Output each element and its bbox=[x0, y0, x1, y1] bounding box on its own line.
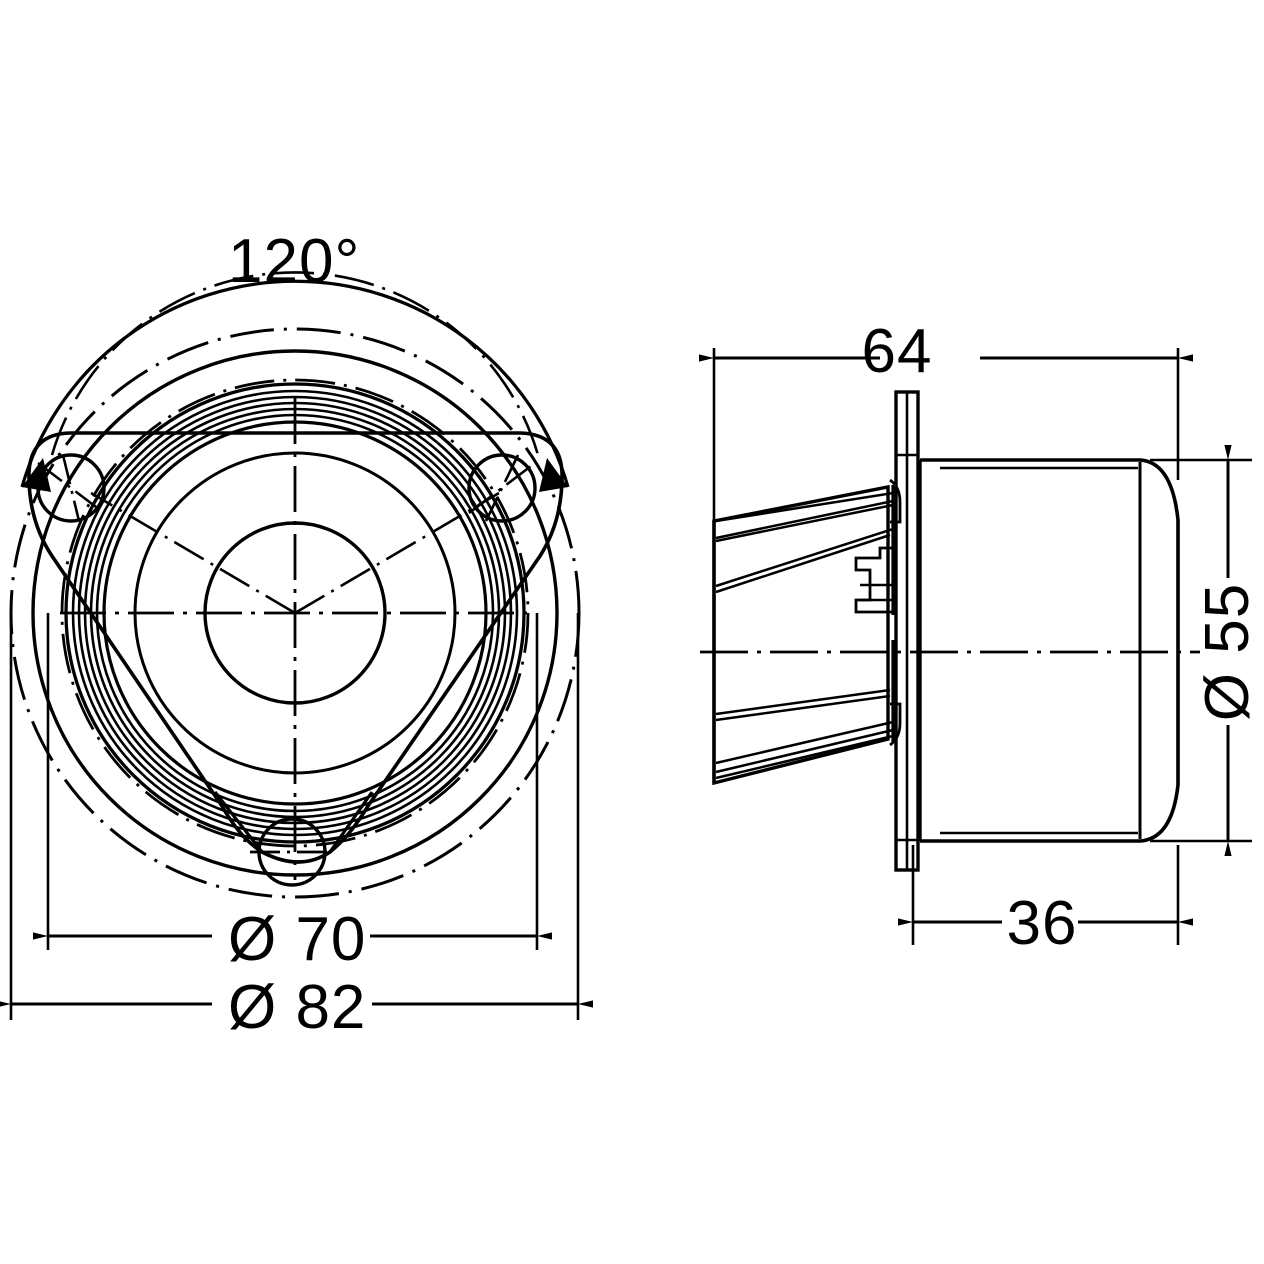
dimension-36: 36 bbox=[898, 845, 1193, 958]
radial-line-upper-right bbox=[294, 491, 500, 615]
flange-snap-lower bbox=[889, 702, 902, 747]
diameter-55-label: Ø 55 bbox=[1193, 583, 1262, 721]
mounting-hole-bottom bbox=[250, 817, 334, 887]
side-view-group bbox=[700, 390, 1200, 872]
dimension-diameter-70: Ø 70 bbox=[33, 613, 552, 974]
diameter-82-label: Ø 82 bbox=[228, 973, 366, 1042]
angle-arc-inner bbox=[50, 271, 540, 456]
angle-120-label: 120° bbox=[228, 227, 360, 296]
flange-snap-upper bbox=[889, 478, 902, 524]
mounting-hole-upper-right bbox=[467, 453, 537, 523]
dimension-120-degrees: 120° bbox=[228, 227, 360, 296]
dimension-64: 64 bbox=[699, 317, 1193, 540]
length-36-label: 36 bbox=[1007, 889, 1078, 958]
connector-boss bbox=[854, 546, 895, 614]
mounting-bracket-outline bbox=[27, 431, 564, 864]
dimension-diameter-55: Ø 55 bbox=[1150, 445, 1262, 856]
bottom-lobe-tab bbox=[213, 791, 374, 853]
diameter-70-label: Ø 70 bbox=[228, 905, 366, 974]
mounting-hole-upper-left bbox=[36, 453, 106, 523]
radial-line-upper-left bbox=[90, 491, 296, 615]
front-view-group bbox=[9, 271, 581, 899]
housing-rib-lines bbox=[715, 491, 894, 780]
length-64-label: 64 bbox=[862, 317, 933, 386]
connector-boss-inner bbox=[860, 583, 893, 602]
mounting-flange bbox=[894, 390, 920, 872]
dimension-diameter-82: Ø 82 bbox=[0, 613, 593, 1042]
lens-body-outline bbox=[920, 458, 1180, 843]
bolt-circle-phantom bbox=[60, 378, 530, 848]
angle-arc-120 bbox=[20, 279, 570, 488]
